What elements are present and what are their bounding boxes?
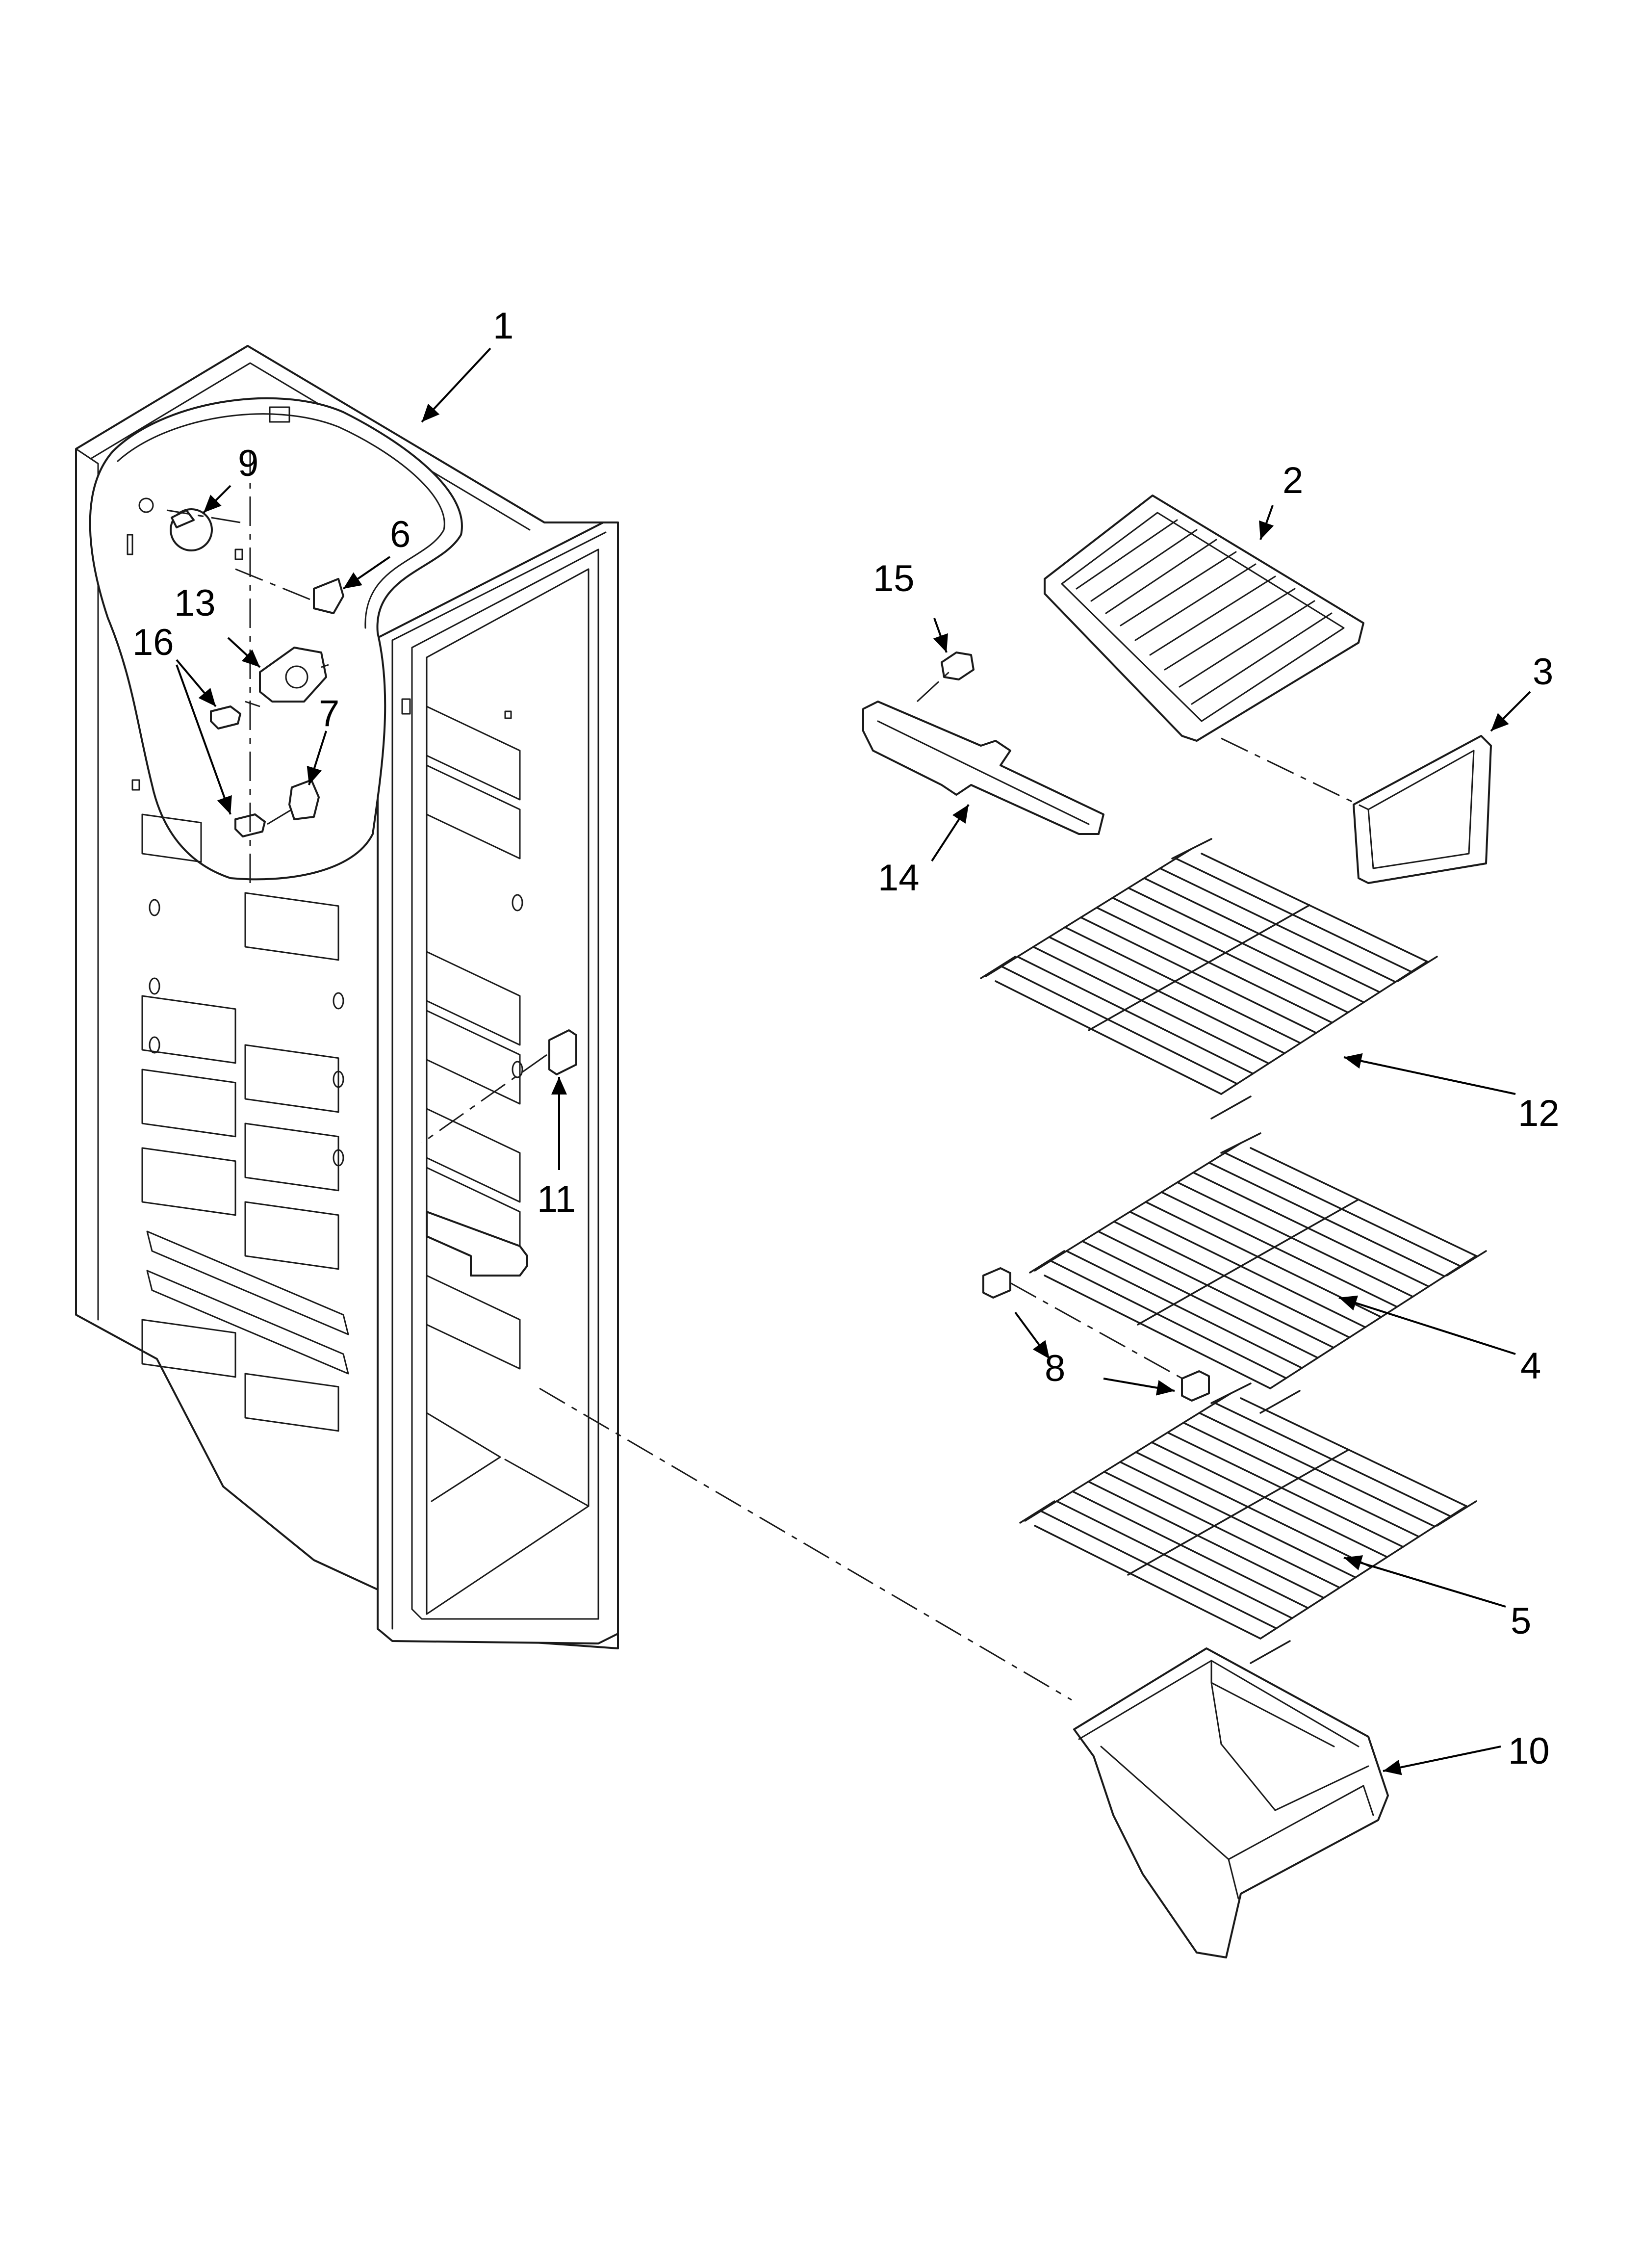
callout-9: 9 [238, 443, 258, 484]
callout-6: 6 [390, 514, 410, 555]
callout-14: 14 [878, 857, 920, 899]
part-16-screws [210, 705, 266, 837]
part-13-bracket [259, 647, 327, 703]
inner-wall-panels [401, 698, 528, 1370]
part-7-clip [288, 779, 320, 820]
part-4-wire-shelf [1029, 1132, 1487, 1414]
part-11-plug [548, 1029, 577, 1075]
leader-lines [176, 347, 1531, 1775]
callout-7: 7 [319, 693, 339, 734]
callout-16: 16 [132, 622, 174, 663]
callout-3: 3 [1533, 651, 1553, 693]
callout-8: 8 [1045, 1348, 1065, 1389]
part-15-screw [941, 652, 975, 680]
tray-ribs [1076, 519, 1333, 705]
part-5-wire-shelf [1019, 1382, 1477, 1664]
callout-5: 5 [1511, 1600, 1531, 1642]
assembly-lines [166, 451, 1369, 1701]
callout-2: 2 [1283, 460, 1303, 501]
callout-4: 4 [1520, 1345, 1541, 1387]
part-14-rail [862, 701, 1104, 835]
callout-12: 12 [1518, 1093, 1560, 1134]
part-3-frame [1353, 735, 1492, 884]
callout-1: 1 [493, 305, 513, 347]
callout-10: 10 [1508, 1730, 1550, 1772]
part-10-bin [1073, 1647, 1389, 1958]
callout-labels: 1 2 3 4 5 6 7 8 9 10 11 12 13 14 15 16 [132, 305, 1560, 1772]
part-8-pins [982, 1267, 1210, 1402]
part-6-clip [313, 578, 344, 614]
part-2-tray [1044, 495, 1364, 742]
callout-15: 15 [873, 558, 915, 600]
side-wall-panels [131, 779, 349, 1432]
callout-13: 13 [174, 582, 216, 624]
freezer-liner [75, 345, 619, 1649]
callout-11: 11 [537, 1178, 576, 1220]
part-12-wire-shelf [980, 838, 1438, 1120]
